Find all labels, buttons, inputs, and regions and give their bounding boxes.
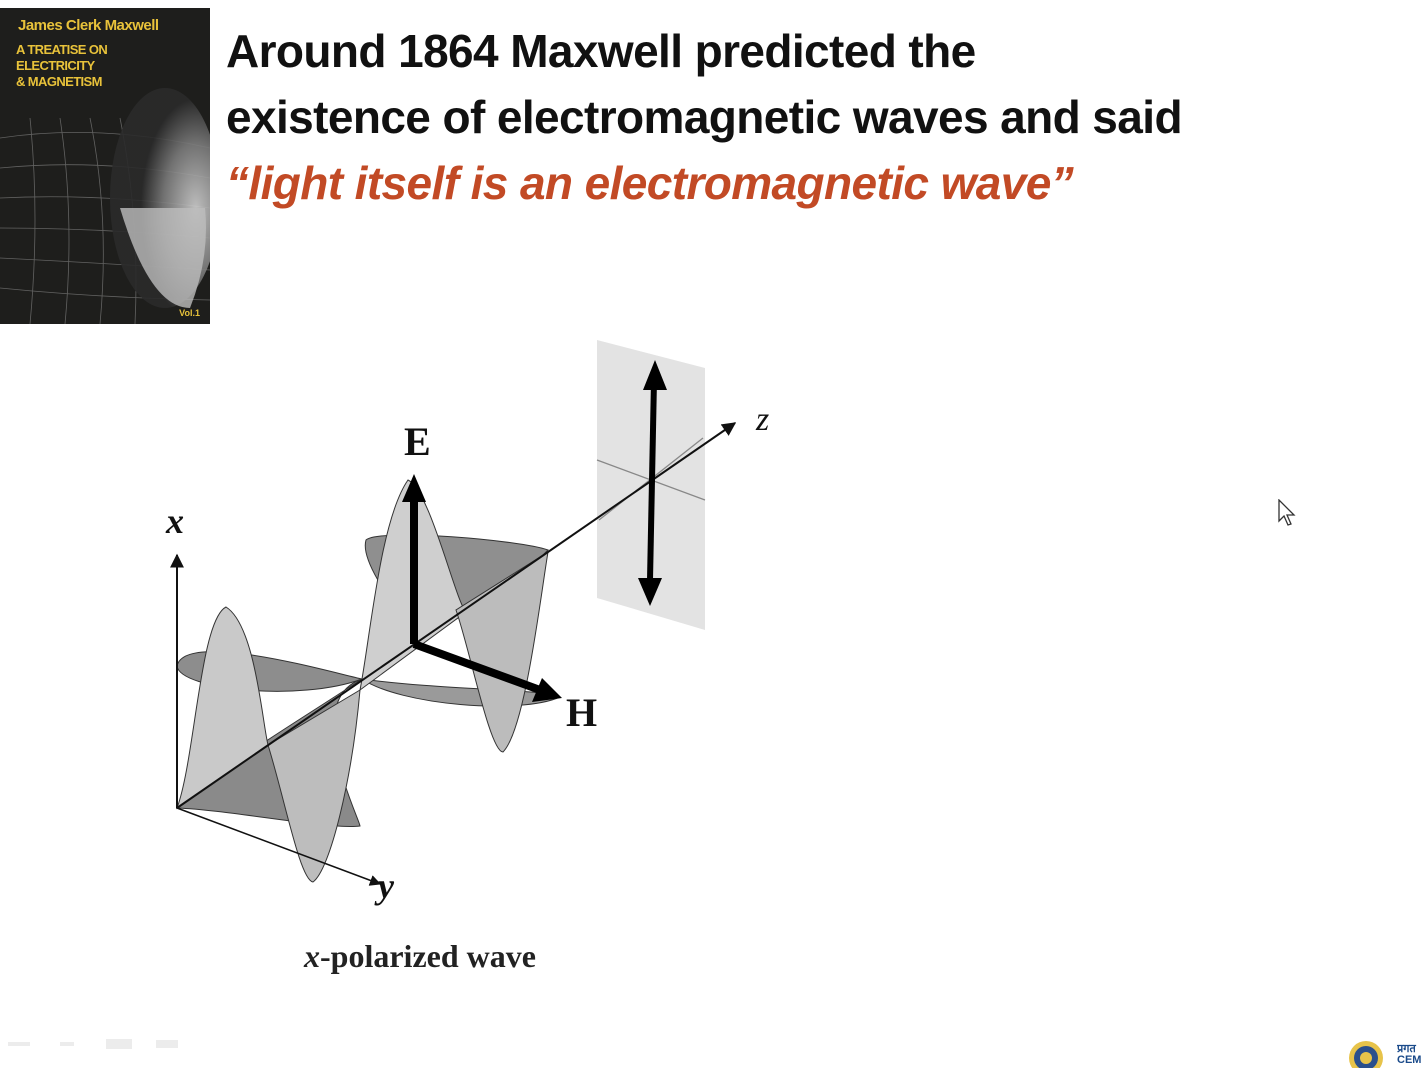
e-vector-head (402, 474, 426, 502)
headline-quote: “light itself is an electromagnetic wave… (226, 157, 1074, 209)
e-field-lobe (267, 689, 361, 883)
book-volume: Vol.1 (179, 308, 200, 318)
book-title-line: A Treatise on (16, 42, 108, 57)
slide-headline: Around 1864 Maxwell predicted the existe… (226, 18, 1376, 216)
x-axis-label: x (165, 501, 184, 541)
y-axis-label: y (374, 866, 395, 906)
book-cover-image: James Clerk Maxwell A Treatise on Electr… (0, 8, 210, 324)
e-field-label: E (404, 419, 431, 464)
e-field-lobe (175, 606, 269, 810)
institute-logo-icon (1349, 1041, 1383, 1068)
mouse-pointer-icon (1278, 499, 1296, 526)
y-axis-line (176, 807, 382, 886)
caption-text: -polarized wave (320, 938, 536, 974)
polarization-arrow-head-up (643, 360, 667, 390)
em-wave-diagram: E H x y z (165, 340, 769, 906)
headline-line-1: Around 1864 Maxwell predicted the (226, 25, 976, 77)
caption-variable: x (304, 938, 320, 974)
h-vector-head (532, 678, 562, 702)
polarization-double-arrow-shaft (647, 379, 657, 581)
footer-controls-ghost (8, 1039, 178, 1049)
z-axis-line (176, 422, 737, 809)
h-field-label: H (566, 690, 597, 735)
diagram-caption: x-polarized wave (304, 938, 536, 975)
book-title: A Treatise on Electricity & Magnetism (16, 42, 136, 90)
institute-logo-text: प्रगत CEM (1397, 1044, 1421, 1066)
book-cover-art (0, 8, 210, 324)
book-title-line: & Magnetism (16, 74, 102, 89)
book-title-line: Electricity (16, 58, 95, 73)
headline-line-2: existence of electromagnetic waves and s… (226, 91, 1183, 143)
z-axis-label: z (755, 401, 769, 438)
book-author: James Clerk Maxwell (18, 17, 159, 34)
polarization-arrow-head-down (638, 578, 662, 606)
h-vector-shaft (412, 640, 542, 694)
